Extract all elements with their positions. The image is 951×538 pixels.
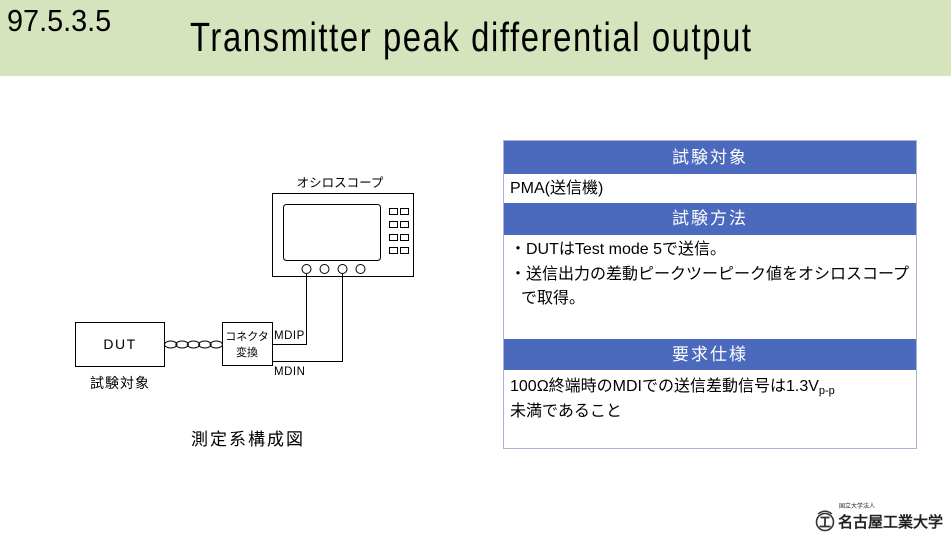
oscilloscope-button: [400, 221, 409, 228]
cable-twist: [175, 340, 189, 349]
oscilloscope-button: [389, 208, 398, 215]
section-heading-test-method: 試験方法: [504, 203, 916, 235]
oscilloscope-screen: [283, 204, 381, 261]
spec-line: PMA(送信機): [510, 180, 604, 197]
oscilloscope-button: [400, 234, 409, 241]
oscilloscope-button: [389, 221, 398, 228]
section-heading-requirement: 要求仕様: [504, 339, 916, 370]
spec-line: ・DUTはTest mode 5で送信。: [510, 241, 727, 258]
spec-line: 100Ω終端時のMDIでの送信差動信号は1.3Vp-p: [510, 374, 916, 399]
oscilloscope-button: [400, 247, 409, 254]
converter-label-line: 変換: [236, 347, 258, 359]
university-org-type: 国立大学法人: [839, 504, 876, 510]
cable-twist: [198, 340, 212, 349]
section-body-requirement: 100Ω終端時のMDIでの送信差動信号は1.3Vp-p 未満であること: [504, 370, 916, 448]
oscilloscope-connector: [355, 264, 366, 274]
mdin-wire: [272, 273, 343, 362]
cable-twist: [164, 340, 178, 349]
mdip-label: MDIP: [274, 330, 305, 342]
oscilloscope-label: オシロスコープ: [296, 176, 384, 190]
dut-caption: 試験対象: [90, 375, 150, 391]
cable-twist: [186, 340, 201, 349]
unit-subscript: p-p: [818, 384, 835, 397]
oscilloscope-button: [389, 234, 398, 241]
mdip-wire: [272, 273, 307, 345]
spec-line: ・送信出力の差動ピークツーピーク値をオシロスコープ: [510, 265, 910, 283]
oscilloscope-button: [389, 247, 398, 254]
mdin-label: MDIN: [274, 366, 306, 378]
twisted-pair-cable: [164, 340, 224, 349]
oscilloscope: [272, 193, 414, 277]
dut-label: DUT: [103, 336, 137, 352]
section-body-test-method: ・DUTはTest mode 5で送信。 ・送信出力の差動ピークツーピーク値をオ…: [504, 235, 916, 339]
converter-label-line: コネクタ: [225, 331, 269, 343]
oscilloscope-button: [400, 208, 409, 215]
spec-table: 試験対象 PMA(送信機) 試験方法 ・DUTはTest mode 5で送信。 …: [503, 140, 917, 449]
section-heading-test-target: 試験対象: [504, 141, 916, 174]
university-emblem-icon: [815, 510, 835, 532]
slide-title: Transmitter peak differential output: [190, 14, 753, 60]
slide-header: 97.5.3.5 Transmitter peak differential o…: [0, 0, 951, 76]
university-name: 名古屋工業大学: [838, 514, 944, 531]
diagram-caption: 測定系構成図: [191, 430, 305, 449]
section-number: 97.5.3.5: [7, 3, 112, 38]
spec-line: で取得。: [521, 290, 586, 307]
oscilloscope-connector: [337, 264, 348, 274]
oscilloscope-connector: [301, 264, 312, 274]
section-body-test-target: PMA(送信機): [504, 174, 916, 203]
converter-label: コネクタ 変換: [222, 329, 272, 361]
cable-twist: [209, 340, 224, 349]
oscilloscope-connector: [319, 264, 330, 274]
spec-line: 未満であること: [510, 402, 622, 420]
spec-line-text: 100Ω終端時のMDIでの送信差動信号は1.3V: [510, 377, 819, 395]
